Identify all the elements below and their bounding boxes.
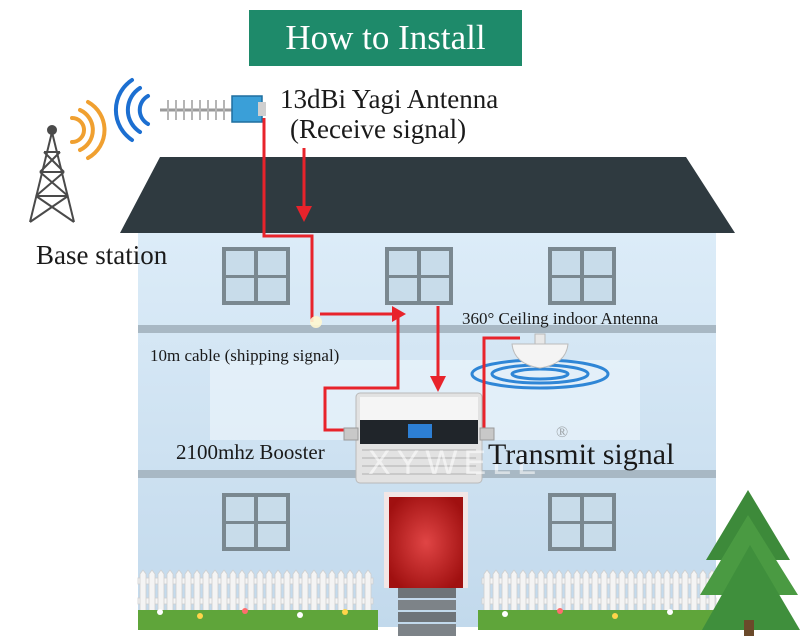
window-top-left (222, 247, 290, 305)
fence-picket (247, 569, 255, 613)
fence-picket (256, 569, 264, 613)
fence-picket (355, 569, 363, 613)
fence-picket (292, 569, 300, 613)
booster-label: 2100mhz Booster (176, 440, 325, 464)
booster-device (343, 392, 495, 484)
transmit-signal-label: Transmit signal (488, 438, 675, 471)
fence-picket (645, 569, 653, 613)
window-bottom-left (222, 493, 290, 551)
fence-picket (618, 569, 626, 613)
fence-picket (609, 569, 617, 613)
ceiling-antenna-label: 360° Ceiling indoor Antenna (462, 309, 659, 328)
door (384, 492, 468, 588)
fence-picket (283, 569, 291, 613)
signal-waves-icon (70, 100, 107, 160)
yagi-antenna-label: 13dBi Yagi Antenna (280, 84, 499, 114)
steps (398, 588, 456, 636)
grass-left (138, 610, 378, 630)
floor-separator-upper (138, 325, 716, 333)
fence-picket (238, 569, 246, 613)
fence-picket (274, 569, 282, 613)
fence-picket (546, 569, 554, 613)
fence-picket (672, 569, 680, 613)
fence-picket (346, 569, 354, 613)
fence-picket (193, 569, 201, 613)
fence-picket (483, 569, 491, 613)
tower-icon (29, 125, 75, 223)
fence-picket (519, 569, 527, 613)
fence-picket (636, 569, 644, 613)
fence-picket (337, 569, 345, 613)
tree-icon (700, 490, 800, 636)
flowers (157, 608, 673, 619)
fence-picket (319, 569, 327, 613)
fence-picket (310, 569, 318, 613)
fence-picket (139, 569, 147, 613)
fence-picket (690, 569, 698, 613)
fence-picket (654, 569, 662, 613)
fence-picket (492, 569, 500, 613)
fence-picket (501, 569, 509, 613)
yagi-antenna-icon (113, 78, 266, 142)
title-banner: How to Install (249, 10, 522, 66)
fence-picket (157, 569, 165, 613)
fence-picket (510, 569, 518, 613)
fence-picket (681, 569, 689, 613)
registered-mark: ® (556, 424, 569, 441)
fence-picket (573, 569, 581, 613)
arrowheads (296, 206, 446, 392)
fence-picket (265, 569, 273, 613)
fence-picket (364, 569, 372, 613)
fence-picket (591, 569, 599, 613)
fence-right (481, 569, 717, 613)
fence-picket (202, 569, 210, 613)
fence-picket (663, 569, 671, 613)
fence-picket (220, 569, 228, 613)
fence-picket (229, 569, 237, 613)
fence-picket (148, 569, 156, 613)
watermark-text: XYWELL (368, 444, 542, 482)
window-top-center (385, 247, 453, 305)
fence-picket (166, 569, 174, 613)
fence-picket (528, 569, 536, 613)
fence-picket (537, 569, 545, 613)
base-station-label: Base station (36, 240, 168, 270)
fence-picket (184, 569, 192, 613)
grass-right (478, 610, 716, 630)
fence-picket (301, 569, 309, 613)
fence-picket (175, 569, 183, 613)
window-bottom-right (548, 493, 616, 551)
fence-picket (600, 569, 608, 613)
fence-picket (555, 569, 563, 613)
cable-label: 10m cable (shipping signal) (150, 346, 340, 365)
fence-picket (328, 569, 336, 613)
roof (120, 157, 735, 233)
fence-picket (211, 569, 219, 613)
ceiling-antenna-icon (470, 333, 610, 390)
cable-lines (262, 118, 520, 432)
window-top-right (548, 247, 616, 305)
fence-picket (564, 569, 572, 613)
cable-entry-glow (310, 316, 322, 328)
fence-picket (627, 569, 635, 613)
fence-picket (582, 569, 590, 613)
yagi-receive-label: (Receive signal) (290, 114, 467, 144)
